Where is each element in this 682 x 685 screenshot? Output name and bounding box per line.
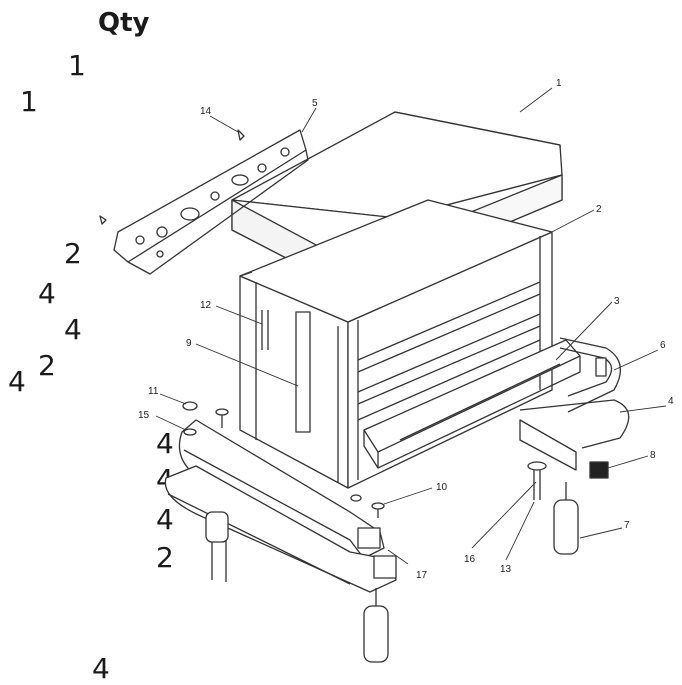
callout-labels: 1 2 3 4 5 6 7 8 9 10 11 12 13 14 15 16 1… (138, 78, 674, 581)
caster-wheel (205, 482, 579, 663)
callout-label: 4 (668, 396, 674, 407)
handle-frame-left (164, 419, 397, 593)
drawer (363, 339, 581, 469)
qty-value: 4 (8, 365, 26, 398)
qty-value: 4 (156, 503, 174, 536)
qty-value: 1 (68, 49, 86, 82)
callout-label: 8 (650, 450, 656, 461)
callout-label: 5 (312, 98, 318, 109)
leader-lines (155, 87, 667, 565)
callout-label: 7 (624, 520, 630, 531)
screw-small (99, 129, 245, 225)
qty-value: 4 (156, 427, 174, 460)
callout-label: 6 (660, 340, 666, 351)
callout-label: 17 (416, 570, 428, 581)
qty-value: 4 (92, 652, 110, 685)
qty-value: 4 (38, 277, 56, 310)
callout-label: 12 (200, 300, 212, 311)
handle-frame-right (519, 337, 630, 479)
callout-label: 2 (596, 204, 602, 215)
callout-label: 10 (436, 482, 448, 493)
callout-label: 13 (500, 564, 512, 575)
callout-label: 16 (464, 554, 476, 565)
callout-label: 9 (186, 338, 192, 349)
bracket-plate (113, 129, 309, 275)
callout-label: 11 (148, 386, 159, 397)
qty-value: 2 (64, 237, 82, 270)
qty-value: 4 (64, 313, 82, 346)
fastener (182, 401, 385, 518)
callout-label: 15 (138, 410, 150, 421)
callout-label: 3 (614, 296, 620, 307)
bolt-long (527, 461, 547, 500)
qty-value: 1 (20, 85, 38, 118)
callout-label: 14 (200, 106, 212, 117)
callout-label: 1 (556, 78, 562, 89)
qty-value: 2 (38, 349, 56, 382)
qty-header: Qty (98, 8, 150, 38)
qty-value: 2 (156, 541, 174, 574)
